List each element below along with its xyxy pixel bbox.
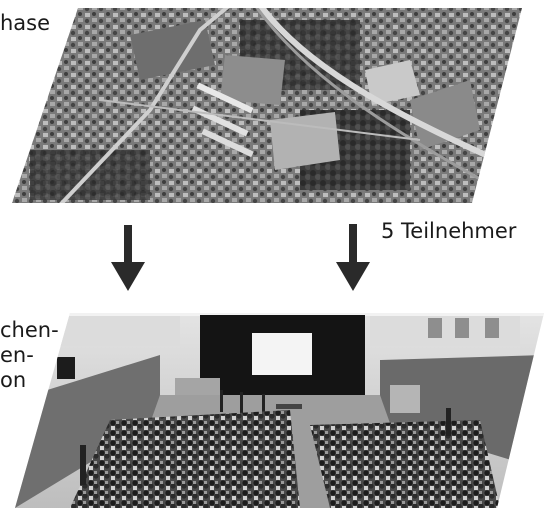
auditorium-photo (15, 313, 544, 508)
top-label-fragment: hase (0, 11, 51, 35)
arrow-down-right (336, 224, 370, 291)
left-label-line-2: en- (0, 343, 34, 367)
left-label-line-1: chen- (0, 318, 59, 342)
left-label-line-3: on (0, 368, 27, 392)
participants-label: 5 Teilnehmer (381, 219, 517, 243)
left-label-fragment: chen- en- on (0, 318, 59, 393)
aerial-photo (12, 8, 522, 203)
arrow-down-left (111, 225, 145, 291)
